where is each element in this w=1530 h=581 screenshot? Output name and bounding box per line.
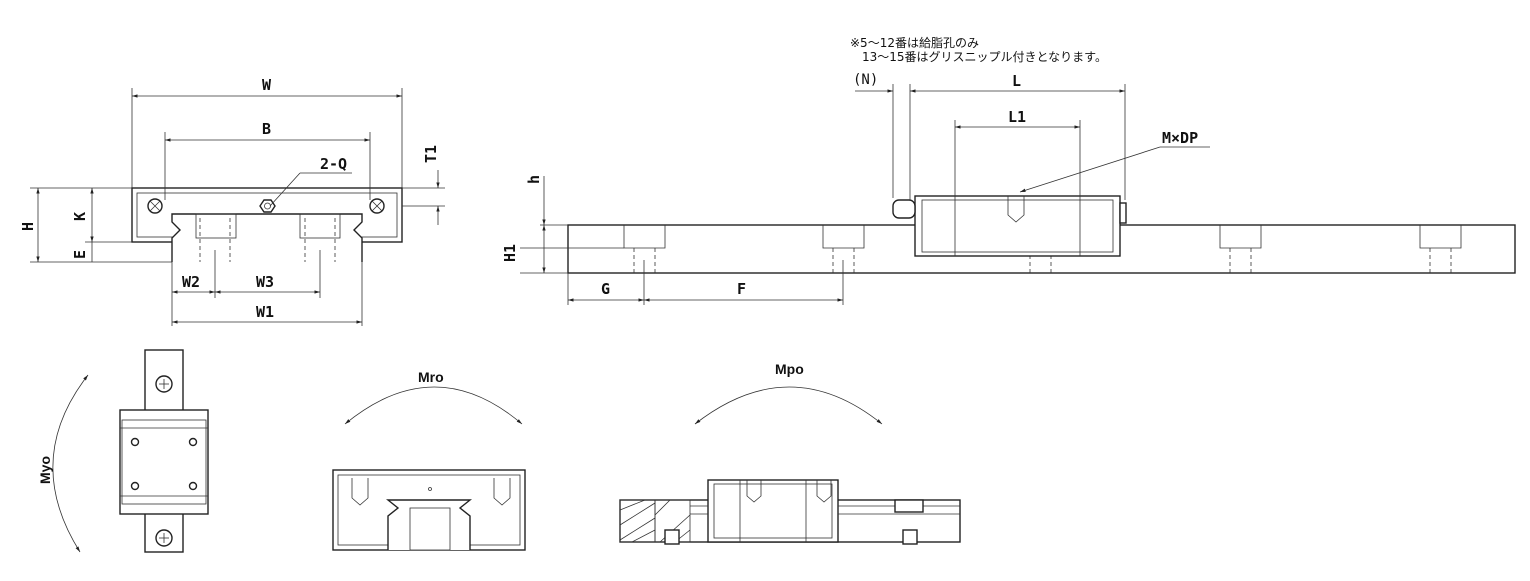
grease-nipple-side-icon: [892, 199, 916, 219]
dim-L1: L1: [1008, 108, 1026, 126]
pitching-moment-view: Mpo: [619, 361, 961, 545]
dim-B: B: [262, 120, 271, 138]
dim-h: h: [525, 175, 543, 184]
label-Myo: Myo: [37, 456, 53, 484]
mounting-hole-icon: [147, 198, 163, 214]
dim-E: E: [71, 250, 89, 259]
mounting-hole-icon: [369, 198, 385, 214]
yawing-moment-view: Myo: [37, 349, 209, 553]
dim-H: H: [19, 222, 37, 231]
lubrication-note-line1: ※5～12番は給脂孔のみ: [850, 36, 979, 50]
dim-L: L: [1012, 72, 1021, 90]
dim-2-Q: 2-Q: [320, 155, 347, 173]
dim-H1: H1: [501, 244, 519, 262]
dim-W1: W1: [256, 303, 274, 321]
dim-W3: W3: [256, 273, 274, 291]
side-view: L (N) L1 M×DP h H1 G F: [501, 72, 1516, 305]
rolling-moment-view: Mro: [332, 369, 526, 551]
dim-F: F: [737, 280, 746, 298]
front-view: W B 2-Q T1 H K E W2 W3: [19, 76, 445, 326]
dim-K: K: [71, 212, 89, 221]
block-side: [914, 195, 1121, 257]
label-Mro: Mro: [418, 369, 444, 385]
label-Mpo: Mpo: [775, 361, 804, 377]
dim-W2: W2: [182, 273, 200, 291]
dim-G: G: [601, 280, 610, 298]
dim-MxDP: M×DP: [1162, 129, 1198, 147]
dim-N: (N): [853, 72, 878, 88]
dim-T1: T1: [422, 145, 440, 163]
rail-profile: [171, 213, 363, 262]
dim-W: W: [262, 76, 272, 94]
grease-nipple-icon: [259, 199, 276, 213]
lubrication-note-line2: 13～15番はグリスニップル付きとなります。: [862, 50, 1107, 64]
rail-hole-icon: [155, 375, 173, 393]
